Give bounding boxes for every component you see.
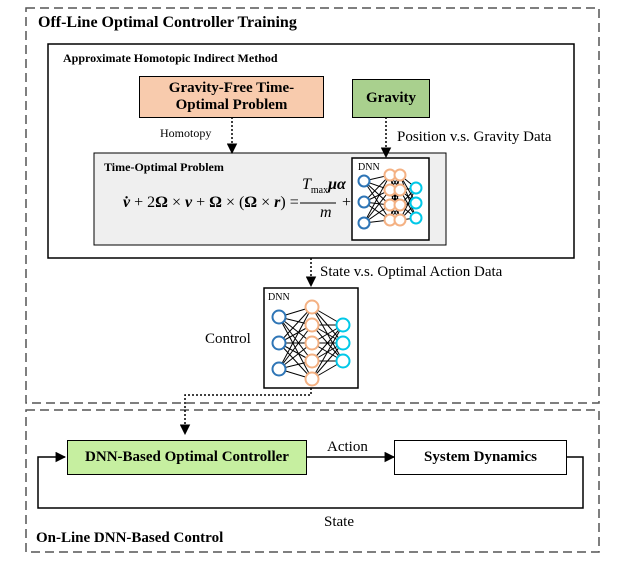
dnn-node [271, 335, 287, 351]
dnn-small-label: DNN [358, 162, 380, 173]
dnn-node [304, 317, 320, 333]
position-gravity-label: Position v.s. Gravity Data [397, 129, 552, 145]
dnn-node [271, 361, 287, 377]
gravity-free-line1: Gravity-Free Time- [168, 79, 295, 96]
equation-lhs: v̇ + 2Ω × v + Ω × (Ω × r) = [123, 194, 299, 211]
equation-denominator: m [320, 204, 332, 221]
dnn-connection [363, 180, 391, 221]
dnn-node [409, 181, 423, 195]
controller-box: DNN-Based Optimal Controller [67, 440, 307, 475]
state-action-label: State v.s. Optimal Action Data [320, 264, 503, 280]
feedback-arrow-icon [37, 451, 584, 509]
dnn-control-label: DNN [268, 292, 290, 303]
dnn-node [357, 174, 371, 188]
dnn-node [393, 198, 407, 212]
equation: v̇ + 2Ω × v + Ω × (Ω × r) = Tmaxμα m + [117, 176, 352, 226]
dnn-node [304, 335, 320, 351]
gravity-box: Gravity [352, 79, 430, 118]
dnn-connection [311, 342, 344, 380]
dnn-node [409, 196, 423, 210]
dnn-node [335, 353, 351, 369]
dnn-node [393, 183, 407, 197]
dnn-node [335, 317, 351, 333]
dnn-connection [389, 174, 401, 221]
state-label: State [324, 514, 354, 530]
method-title: Approximate Homotopic Indirect Method [63, 51, 278, 65]
offline-title: Off-Line Optimal Controller Training [38, 14, 297, 31]
online-region [25, 409, 600, 553]
dnn-connection [311, 324, 344, 362]
gravity-free-line2: Optimal Problem [175, 97, 288, 113]
offline-region [25, 7, 600, 404]
dnn-connection [278, 342, 313, 380]
dnn-node [304, 371, 320, 387]
dnn-node [357, 195, 371, 209]
dnn-node [304, 353, 320, 369]
dnn-connection [278, 306, 313, 344]
dnn-node [393, 168, 407, 182]
homotopy-label: Homotopy [160, 126, 212, 140]
equation-numerator: Tmaxμα [302, 176, 346, 196]
dnn-connection [311, 324, 344, 380]
dnn-node [271, 309, 287, 325]
dnn-node [393, 213, 407, 227]
action-label: Action [327, 439, 368, 455]
dashed-arrow-icon [179, 388, 312, 436]
control-label: Control [205, 331, 251, 347]
dnn-connection [278, 324, 313, 370]
dnn-node [357, 216, 371, 230]
dnn-network-icon [351, 157, 430, 241]
time-optimal-title: Time-Optimal Problem [104, 160, 224, 174]
gravity-free-box: Gravity-Free Time- Optimal Problem [139, 76, 324, 118]
dnn-node [304, 299, 320, 315]
dnn-connection [363, 189, 391, 224]
dnn-node [409, 211, 423, 225]
online-title: On-Line DNN-Based Control [36, 530, 224, 546]
dnn-connection [278, 306, 313, 370]
dnn-node [335, 335, 351, 351]
equation-plus: + [342, 194, 352, 211]
system-dynamics-box: System Dynamics [394, 440, 567, 475]
dnn-network-icon [263, 287, 359, 389]
dnn-connection [363, 174, 391, 224]
dnn-connection [278, 316, 313, 380]
